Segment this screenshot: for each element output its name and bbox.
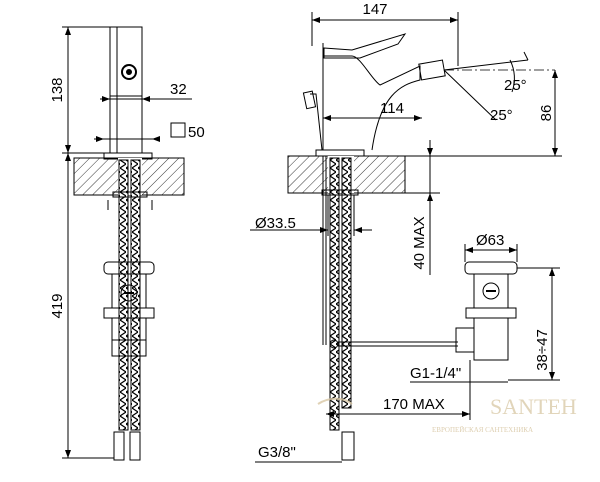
inlet-connector <box>129 431 141 461</box>
watermark-brand: SANTEH <box>490 394 577 419</box>
side-view: 147 114 25° 25° 86 Ø33.5 40 MAX <box>250 1 562 463</box>
supply-hose <box>341 157 352 409</box>
dim-inlet-thread: G3/8" <box>258 444 296 461</box>
supply-hose <box>130 159 141 431</box>
dim-hose-length: 419 <box>49 293 66 318</box>
waste-valve-front <box>103 261 155 357</box>
watermark-tagline: ЕВРОПЕЙСКАЯ САНТЕХНИКА <box>432 426 533 434</box>
dim-height-top: 138 <box>49 77 66 102</box>
supply-hose <box>118 159 129 431</box>
dim-spout-reach: 114 <box>380 100 404 117</box>
inlet-connector <box>113 431 125 461</box>
dim-angle-down: 25° <box>490 107 513 124</box>
dim-waste-thread: G1-1/4" <box>410 365 461 382</box>
dim-hole-diameter: Ø33.5 <box>255 215 296 232</box>
dim-spout-width: 32 <box>170 81 187 98</box>
dim-waste-height: 38÷47 <box>534 329 551 371</box>
supply-hose <box>329 157 340 431</box>
waste-valve-side <box>455 261 518 361</box>
watermark: SANTEH ЕВРОПЕЙСКАЯ САНТЕХНИКА <box>317 394 577 434</box>
dim-waste-diameter: Ø63 <box>476 232 504 249</box>
dim-total-reach: 147 <box>362 1 387 18</box>
spout-side <box>323 55 421 151</box>
dim-base-square: 50 <box>188 124 205 141</box>
nozzle <box>418 59 446 81</box>
inlet-connector <box>341 431 355 461</box>
dim-rod-length: 170 MAX <box>383 396 445 413</box>
dim-spout-height: 86 <box>538 105 555 122</box>
dim-angle-up: 25° <box>504 77 527 94</box>
front-view: 138 419 32 50 <box>49 26 205 461</box>
dim-deck-thickness: 40 MAX <box>411 216 428 269</box>
faucet-body-front <box>116 26 143 154</box>
